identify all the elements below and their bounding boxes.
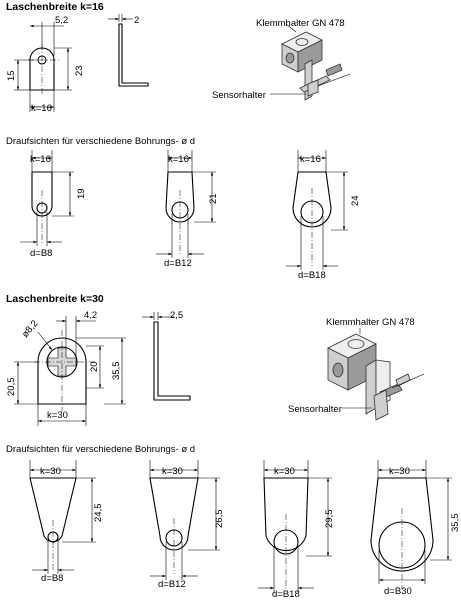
s1-iso-assembly: Klemmhalter GN 478 Sensorhalter bbox=[212, 18, 351, 101]
s2-label-sensor: Sensorhalter bbox=[288, 404, 342, 415]
s2-plan-view-2: k=30 26,5 d=B12 bbox=[149, 460, 225, 590]
s1-plan3-height: 24 bbox=[350, 195, 361, 206]
s2-plan3-bore: d=B18 bbox=[272, 589, 300, 600]
s2-dim-hole-offset: 4,2 bbox=[84, 310, 97, 321]
s1-plan3-width: k=16 bbox=[300, 154, 321, 165]
s2-dim-thickness: 2,5 bbox=[170, 310, 183, 321]
s2-label-clamp: Klemmhalter GN 478 bbox=[326, 317, 415, 328]
s1-plan2-width: k=16 bbox=[168, 154, 189, 165]
s2-plan2-height: 26,5 bbox=[214, 510, 225, 529]
s1-side-view: 2 bbox=[108, 14, 149, 87]
s2-plan-view-4: k=30 35,5 d=B30 bbox=[370, 460, 461, 597]
s1-front-view: 5,2 15 23 k=16 bbox=[6, 15, 85, 114]
s1-label-clamp: Klemmhalter GN 478 bbox=[256, 18, 345, 29]
s1-dim-hole-height: 15 bbox=[6, 70, 17, 81]
s2-plan1-bore: d=B8 bbox=[41, 573, 63, 584]
s2-dim-width: k=30 bbox=[47, 410, 68, 421]
s2-plan1-height: 24,5 bbox=[93, 504, 104, 523]
s1-plan2-height: 21 bbox=[208, 193, 219, 204]
s2-plan-view-3: k=30 29,5 d=B18 bbox=[258, 460, 335, 600]
s1-plan-view-3: k=16 24 d=B18 bbox=[286, 150, 361, 281]
s1-dim-thickness: 2 bbox=[134, 15, 139, 26]
s2-plan3-width: k=30 bbox=[274, 466, 295, 477]
s2-dim-height: 35,5 bbox=[111, 362, 122, 381]
s1-dim-height: 23 bbox=[74, 65, 85, 76]
clamp-holder-icon bbox=[327, 333, 391, 415]
s2-plan-caption: Draufsichten für verschiedene Bohrungs- … bbox=[6, 444, 195, 455]
s2-plan2-width: k=30 bbox=[162, 466, 183, 477]
s2-plan1-width: k=30 bbox=[40, 466, 61, 477]
s1-plan-caption: Draufsichten für verschiedene Bohrungs- … bbox=[6, 136, 195, 147]
s2-front-view: 4,2 ø8,2 20,5 20 35,5 k=30 bbox=[6, 310, 126, 426]
s1-plan1-width: k=16 bbox=[30, 154, 51, 165]
sensor-bolt-icon bbox=[373, 373, 425, 421]
clamp-holder-icon bbox=[281, 31, 323, 101]
s2-dim-inner-height: 20 bbox=[89, 361, 100, 372]
s2-plan-view-1: k=30 24,5 d=B8 bbox=[29, 460, 104, 584]
s1-dim-hole-offset: 5,2 bbox=[55, 15, 68, 26]
s2-plan3-height: 29,5 bbox=[324, 510, 335, 529]
section1-heading: Laschenbreite k=16 bbox=[6, 1, 104, 13]
sensor-bolt-icon bbox=[299, 63, 351, 97]
s2-plan2-bore: d=B12 bbox=[158, 579, 186, 590]
s2-plan4-bore: d=B30 bbox=[384, 586, 412, 597]
s2-dim-hole-dia: ø8,2 bbox=[20, 318, 41, 340]
s2-side-view: 2,5 bbox=[142, 310, 191, 401]
s2-plan4-height: 35,5 bbox=[450, 514, 461, 533]
s2-plan4-width: k=30 bbox=[389, 466, 410, 477]
s2-dim-hole-height: 20,5 bbox=[6, 378, 17, 397]
s1-plan-view-1: k=16 19 d=B8 bbox=[20, 150, 87, 259]
s1-plan3-bore: d=B18 bbox=[298, 270, 326, 281]
s1-plan1-height: 19 bbox=[76, 188, 87, 199]
s1-plan2-bore: d=B12 bbox=[164, 258, 192, 269]
s1-plan1-bore: d=B8 bbox=[30, 248, 52, 259]
s1-label-sensor: Sensorhalter bbox=[212, 90, 266, 101]
s1-dim-width: k=16 bbox=[31, 103, 52, 114]
section2-heading: Laschenbreite k=30 bbox=[6, 293, 104, 305]
s2-iso-assembly: Klemmhalter GN 478 Sensorhalter bbox=[288, 317, 425, 421]
s1-plan-view-2: k=16 21 d=B12 bbox=[156, 150, 219, 269]
